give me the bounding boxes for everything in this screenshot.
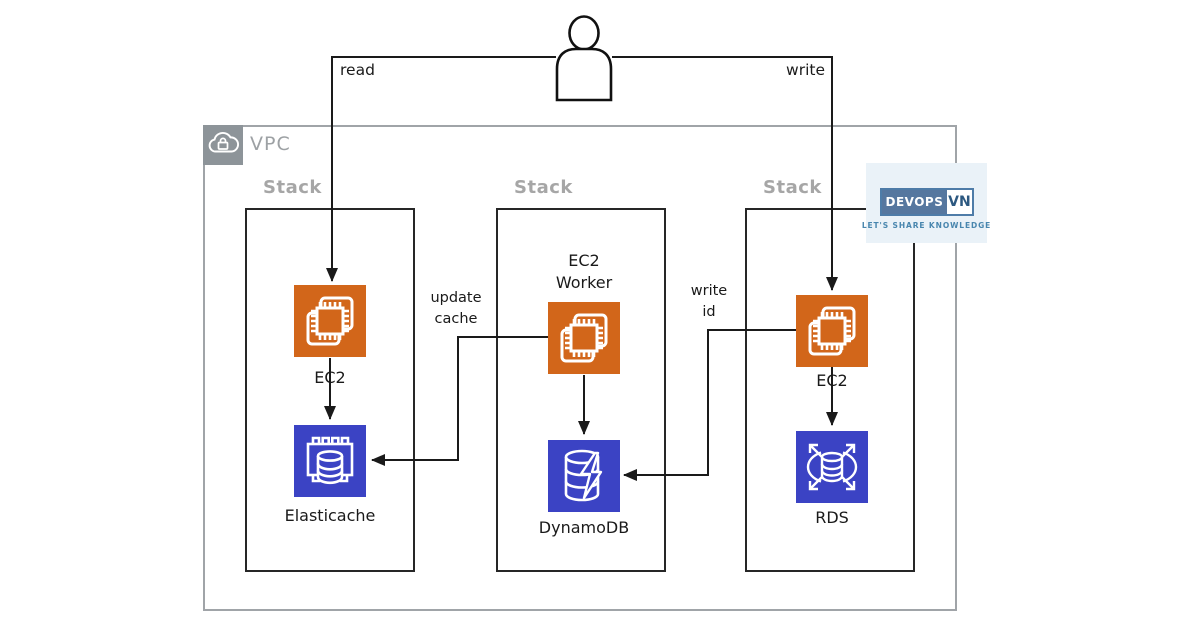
- dynamodb-label: DynamoDB: [538, 518, 630, 537]
- rds-glyph: [806, 443, 858, 491]
- ec2-worker-icon: [548, 302, 620, 374]
- devopsvn-logo: DEVOPS VN LET'S SHARE KNOWLEDGE: [862, 163, 990, 243]
- logo-tagline: LET'S SHARE KNOWLEDGE: [861, 221, 992, 230]
- write-flow-label: write: [786, 61, 825, 79]
- stack-label-2: Stack: [514, 177, 573, 198]
- vpc-label: VPC: [250, 133, 291, 155]
- dynamodb-glyph: [564, 449, 603, 502]
- devopsvn-badge: DEVOPS VN: [879, 188, 974, 216]
- ec2-label: EC2: [314, 368, 346, 387]
- ec2-worker-label: EC2 Worker: [555, 251, 613, 292]
- ec2-chip-glyph: [808, 306, 856, 356]
- ec2-write-icon: [796, 295, 868, 367]
- elasticache-label: Elasticache: [284, 506, 376, 525]
- rds-icon: [796, 431, 868, 503]
- ec2-icon: [294, 285, 366, 357]
- dynamodb-icon: [548, 440, 620, 512]
- ec2-chip-glyph: [306, 296, 354, 346]
- vpc-boundary: [203, 125, 957, 611]
- write-id-label: write id: [690, 283, 728, 320]
- user-icon: [555, 15, 613, 102]
- stack-label-3: Stack: [763, 177, 822, 198]
- elasticache-glyph: [306, 436, 354, 485]
- rds-label: RDS: [815, 508, 849, 527]
- logo-brand: DEVOPS: [881, 190, 948, 214]
- vpc-cloud-lock-icon: [203, 125, 243, 165]
- update-cache-label: update cache: [430, 290, 482, 327]
- elasticache-icon: [294, 425, 366, 497]
- ec2-chip-glyph: [560, 313, 608, 363]
- logo-brand-suffix: VN: [948, 194, 971, 210]
- read-flow-label: read: [340, 61, 375, 79]
- stack-label-1: Stack: [263, 177, 322, 198]
- ec2-write-label: EC2: [816, 371, 848, 390]
